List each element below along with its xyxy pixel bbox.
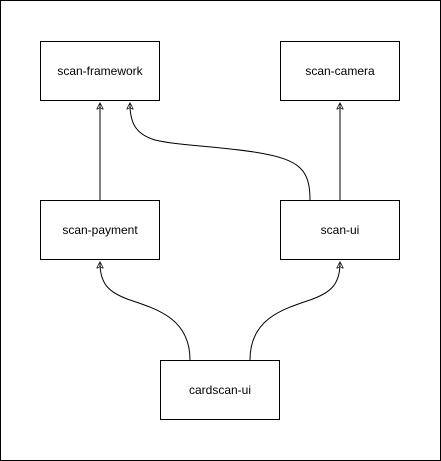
node-scan-payment[interactable]: scan-payment xyxy=(40,200,160,260)
edge-ui-to-framework xyxy=(130,104,311,201)
node-scan-framework[interactable]: scan-framework xyxy=(40,41,160,101)
node-scan-ui[interactable]: scan-ui xyxy=(280,200,400,260)
node-label-scan-framework: scan-framework xyxy=(57,64,143,78)
node-label-scan-ui: scan-ui xyxy=(320,223,360,237)
node-label-scan-camera: scan-camera xyxy=(305,64,375,78)
edge-cardscan-to-payment xyxy=(100,263,191,361)
node-label-cardscan-ui: cardscan-ui xyxy=(188,383,252,397)
edge-cardscan-to-ui xyxy=(249,263,340,361)
node-label-scan-payment: scan-payment xyxy=(62,223,138,237)
node-cardscan-ui[interactable]: cardscan-ui xyxy=(160,360,280,420)
node-scan-camera[interactable]: scan-camera xyxy=(280,41,400,101)
